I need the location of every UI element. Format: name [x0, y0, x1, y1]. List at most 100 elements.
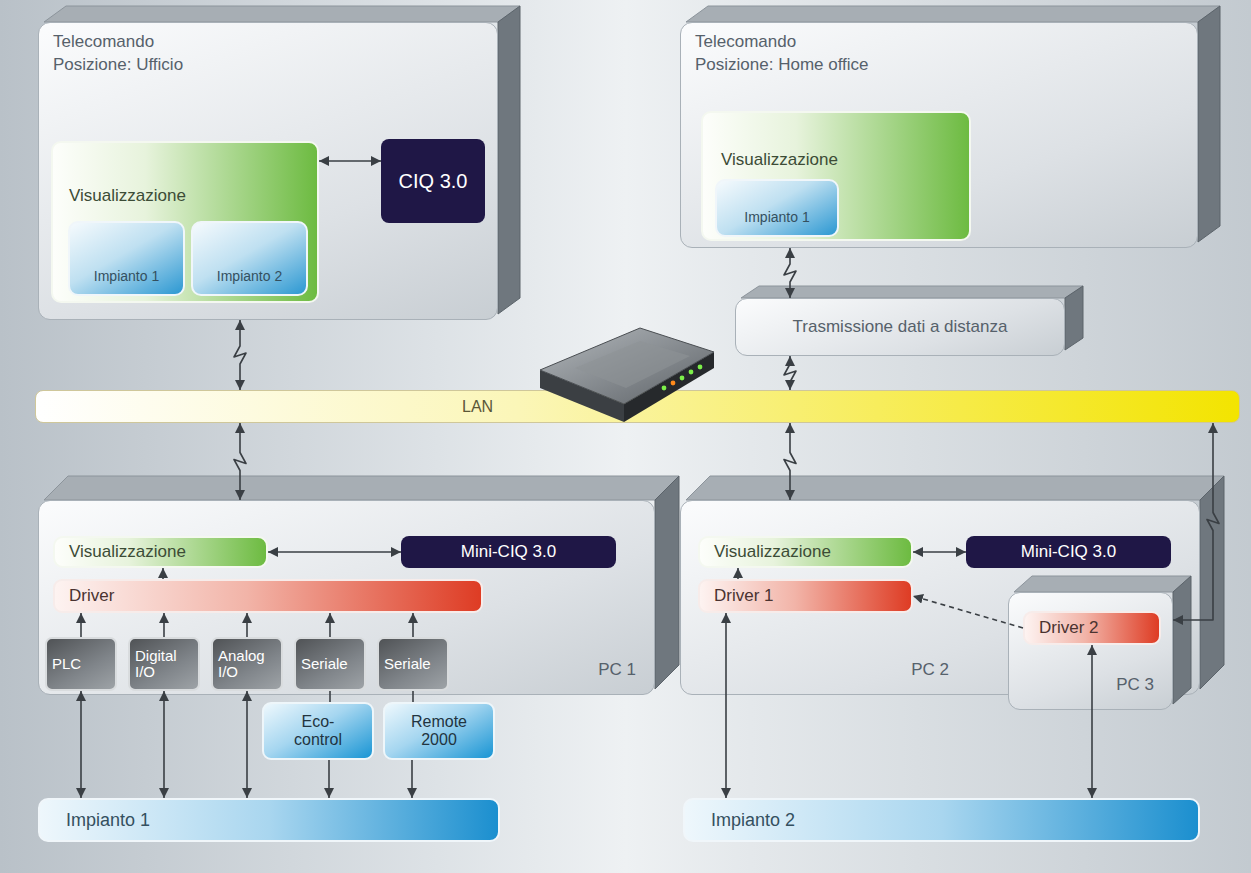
box-label: Impianto 1	[744, 208, 809, 227]
connector	[411, 760, 413, 798]
visualization-bar: Visualizzazione	[698, 536, 913, 568]
box-label: PC 1	[598, 660, 636, 680]
router-panel	[575, 341, 690, 388]
connector	[913, 551, 966, 553]
visualization-panel: VisualizzazioneImpianto 1	[701, 111, 971, 241]
box-label: Impianto 2	[711, 810, 1198, 831]
box-label: PLC	[52, 656, 110, 673]
connector	[162, 568, 164, 579]
transmission-box: Trasmissione dati a distanza	[735, 298, 1065, 356]
router-led	[662, 386, 667, 391]
box-label: Driver 1	[714, 586, 911, 606]
remote-station: TelecomandoPosizione: Home officeVisuali…	[680, 22, 1198, 248]
io-module: Analog I/O	[211, 637, 283, 691]
housing-side	[1065, 286, 1083, 350]
housing-top	[1014, 576, 1191, 592]
router-side	[540, 370, 624, 422]
housing-side	[498, 6, 520, 314]
box-label: Posizione: Home office	[695, 54, 1183, 77]
plant-band: Impianto 1	[38, 798, 500, 842]
pc-box: PC 3 Driver 2	[1008, 592, 1173, 710]
driver-bar: Driver 2	[1023, 611, 1161, 645]
box-label: CIQ 3.0	[399, 168, 468, 195]
box-label: Eco-control	[282, 713, 354, 750]
connector	[913, 596, 1023, 628]
housing-side	[1173, 576, 1191, 704]
connector	[246, 613, 248, 637]
box-label: Seriale	[384, 656, 442, 673]
connector	[412, 613, 414, 637]
box-label: Visualizzazione	[714, 542, 911, 562]
box-label: Seriale	[301, 656, 359, 673]
housing-top	[686, 476, 1224, 500]
io-module: Digital I/O	[128, 637, 200, 691]
io-module: PLC	[45, 637, 117, 691]
pc-box: PC 1 Visualizzazione Mini-CIQ 3.0DriverPLC…	[38, 500, 655, 695]
device-box: Eco-control	[262, 702, 374, 760]
connector	[80, 613, 82, 637]
router-led	[689, 370, 694, 375]
plant-tile: Impianto 1	[715, 179, 839, 237]
ciq-box: CIQ 3.0	[381, 139, 485, 223]
plant-band: Impianto 2	[683, 798, 1200, 842]
connector	[784, 423, 796, 500]
io-module: Seriale	[294, 637, 366, 691]
box-label: Remote 2000	[403, 713, 475, 750]
box-label: Digital I/O	[135, 648, 193, 681]
ciq-box: Mini-CIQ 3.0	[966, 536, 1171, 568]
housing-top	[44, 476, 679, 500]
connector	[246, 691, 248, 798]
driver-bar: Driver	[53, 579, 483, 613]
connector	[319, 160, 381, 162]
box-label: Impianto 1	[94, 267, 159, 286]
connector	[1091, 645, 1093, 798]
housing-side	[1200, 476, 1224, 689]
housing-top	[44, 6, 520, 22]
box-label: PC 2	[911, 660, 949, 680]
driver-bar: Driver 1	[698, 579, 913, 613]
connector	[163, 691, 165, 798]
plant-tile: Impianto 2	[191, 221, 308, 296]
box-label: Telecomando	[695, 31, 1183, 54]
connector	[80, 691, 82, 798]
connector	[784, 248, 796, 298]
device-box: Remote 2000	[383, 702, 495, 760]
box-label: Driver	[69, 586, 481, 606]
router-top	[540, 328, 714, 404]
housing-top	[686, 6, 1220, 22]
plant-tile: Impianto 1	[68, 221, 185, 296]
box-label: Visualizzazione	[69, 542, 266, 562]
box-label: Posizione: Ufficio	[53, 54, 483, 77]
connector	[737, 568, 739, 579]
box-label: Mini-CIQ 3.0	[461, 542, 556, 562]
connector	[268, 551, 401, 553]
box-label: Driver 2	[1039, 618, 1159, 638]
router-device	[540, 328, 714, 422]
connector	[1173, 423, 1219, 620]
router-led	[680, 376, 685, 381]
box-label: Impianto 2	[217, 267, 282, 286]
box-label: Impianto 1	[66, 810, 498, 831]
router-led	[671, 381, 676, 386]
box-label: Telecomando	[53, 31, 483, 54]
visualization-panel: VisualizzazioneImpianto 1Impianto 2	[51, 141, 319, 303]
box-label: PC 3	[1116, 675, 1154, 695]
connector	[329, 613, 331, 637]
visualization-bar: Visualizzazione	[53, 536, 268, 568]
connector	[163, 613, 165, 637]
housing-side	[655, 476, 679, 689]
connector	[412, 691, 414, 702]
lan-bus: LAN	[35, 390, 1240, 423]
ciq-box: Mini-CIQ 3.0	[401, 536, 616, 568]
router-led	[698, 365, 703, 370]
router-side	[624, 352, 714, 422]
remote-station: TelecomandoPosizione: UfficioVisualizzaz…	[38, 22, 498, 320]
io-module: Seriale	[377, 637, 449, 691]
connector	[328, 760, 330, 798]
box-label: Mini-CIQ 3.0	[1021, 542, 1116, 562]
box-label: LAN	[462, 398, 1239, 416]
connector	[329, 691, 331, 702]
